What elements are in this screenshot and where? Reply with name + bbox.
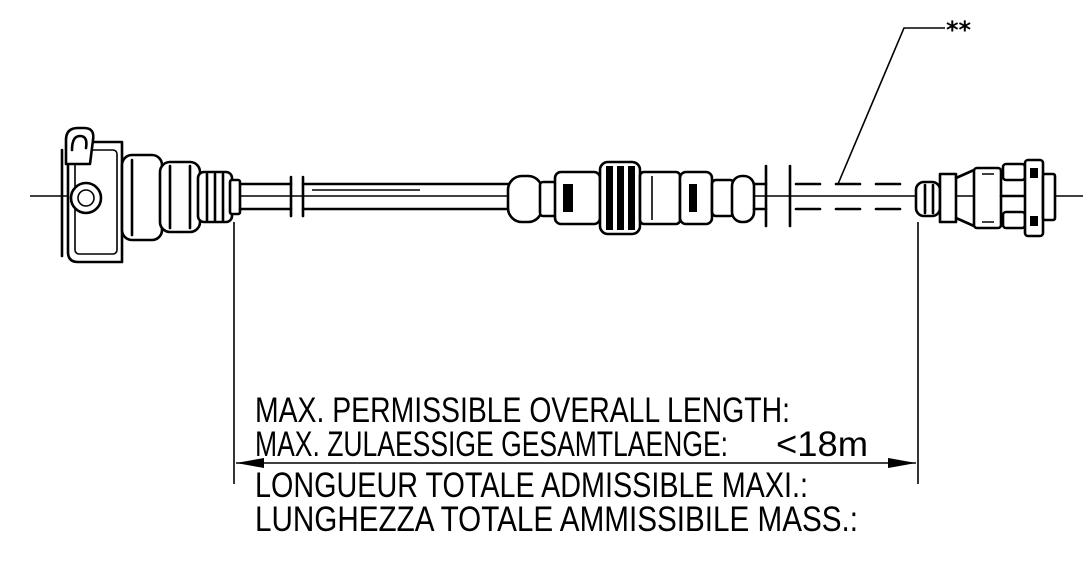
middle-coupling-connector xyxy=(506,160,756,236)
plug-front-pin xyxy=(1030,216,1038,226)
coupling-nut-rib xyxy=(628,166,635,230)
dimension-arrow-right xyxy=(888,458,916,468)
socket-cap-hook xyxy=(70,134,88,152)
socket-collar xyxy=(228,178,242,216)
length-label-de: MAX. ZULAESSIGE GESAMTLAENGE: xyxy=(255,425,728,464)
coupling-boot-right xyxy=(730,174,756,224)
plug-gland xyxy=(914,180,942,218)
socket-nut xyxy=(158,160,202,234)
coupling-body-female xyxy=(638,170,682,226)
coupling-body-rear-bar xyxy=(689,184,697,212)
length-value: <18m xyxy=(776,425,868,464)
coupling-neck-left xyxy=(538,180,558,218)
socket-cap-hinge xyxy=(64,126,95,166)
leader-callout: ** xyxy=(837,16,972,185)
length-label-fr: LONGUEUR TOTALE ADMISSIBLE MAXI.: xyxy=(255,466,808,505)
socket-body xyxy=(120,153,164,242)
left-socket-connector xyxy=(60,126,242,264)
length-dimension xyxy=(233,222,919,484)
plug-front-pin xyxy=(1030,168,1038,178)
plug-body-inner xyxy=(982,173,994,223)
coupling-nut-rib xyxy=(606,166,613,230)
plug-taper xyxy=(954,168,976,228)
plug-body xyxy=(972,166,1003,230)
plug-latch-bottom xyxy=(1001,210,1027,230)
plug-nose xyxy=(1041,172,1057,222)
plug-latch-top xyxy=(1001,162,1027,182)
coupling-nut-rib xyxy=(617,166,624,230)
dimension-arrow-left xyxy=(236,458,264,468)
right-plug-connector xyxy=(914,158,1057,238)
coupling-body-male-bar xyxy=(563,184,573,212)
plug-collar xyxy=(938,172,958,224)
length-label-en: MAX. PERMISSIBLE OVERALL LENGTH: xyxy=(255,391,790,430)
socket-lock-circle-inner xyxy=(77,189,95,207)
coupling-body-male xyxy=(553,170,602,226)
leader-line xyxy=(837,27,945,185)
cable-section-right xyxy=(752,164,918,228)
cable-section-left xyxy=(238,175,512,218)
coupling-boot-left xyxy=(506,174,544,224)
socket-lock-circle xyxy=(69,181,103,215)
leader-mark: ** xyxy=(946,16,972,44)
length-note: MAX. PERMISSIBLE OVERALL LENGTH: MAX. ZU… xyxy=(255,391,868,539)
length-label-it: LUNGHEZZA TOTALE AMMISSIBILE MASS.: xyxy=(255,500,858,539)
